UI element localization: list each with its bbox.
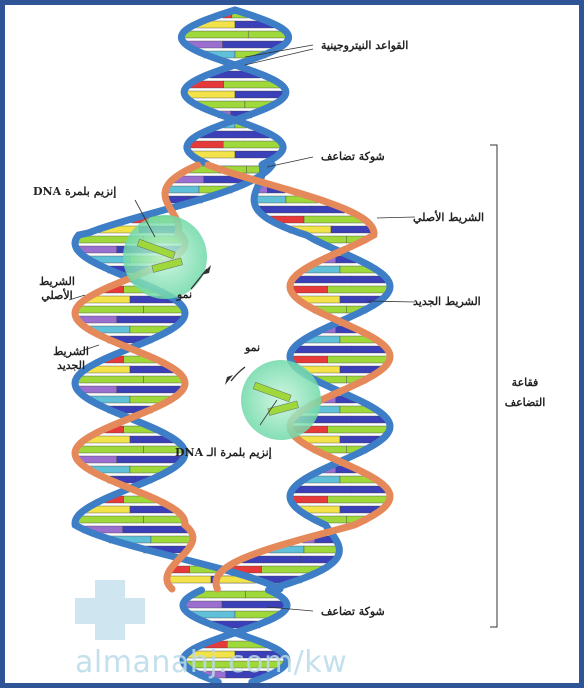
label-replication-fork-top: شوكة تضاعف [321,150,385,164]
label-new-strand-right: الشريط الجديد [413,295,481,309]
label-replication-bubble: فقاعة التضاعف [501,373,549,413]
label-enzyme-bottom: إنزيم بلمرة الـ DNA [175,446,272,460]
label-growth-left: نمو [177,288,192,302]
watermark-logo [75,580,145,640]
label-parent-strand-left: الشريط الأصلي [27,275,87,303]
label-replication-fork-bottom: شوكة تضاعف [321,605,385,619]
watermark-text: almanahj.com/kw [75,645,347,680]
label-nitrogen-bases: القواعد النيتروجينية [321,39,408,53]
label-enzyme-top: إنزيم بلمرة DNA [33,185,116,199]
label-growth-right: نمو [245,341,260,355]
label-parent-strand-right: الشريط الأصلي [413,211,484,225]
label-new-strand-left: الشريط الجديد [41,345,101,373]
